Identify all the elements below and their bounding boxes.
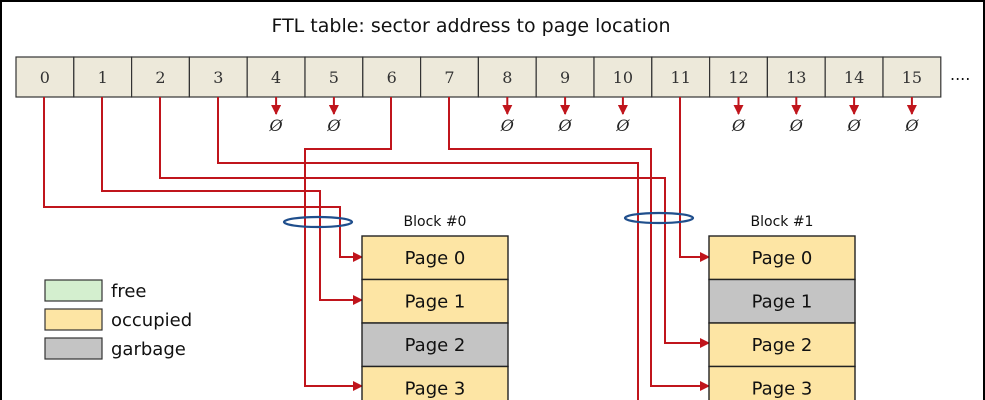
table-cell-1: 1 [73, 56, 133, 98]
block-0-page-2: Page 2 [361, 322, 509, 368]
legend-label: garbage [111, 339, 186, 360]
map-11-arrow [679, 97, 710, 262]
block-label: Block #0 [404, 214, 467, 230]
map-3-arrow [217, 97, 639, 400]
map-1-arrow [101, 97, 363, 305]
null-symbol: Ø [558, 116, 573, 135]
block-1-page-0: Page 0 [708, 235, 856, 281]
bundle-ellipse-block1 [623, 211, 695, 225]
table-cell-4: 4 [246, 56, 306, 98]
map-2-arrow [159, 97, 710, 348]
null-pointer-12: Ø [731, 97, 746, 135]
block-label: Block #1 [751, 214, 814, 230]
page-label: Page 2 [752, 335, 813, 356]
cell-label: 15 [902, 68, 922, 87]
cell-label: 3 [213, 68, 223, 87]
cell-label: 6 [387, 68, 397, 87]
cell-label: 14 [844, 68, 864, 87]
table-cell-6: 6 [362, 56, 422, 98]
null-symbol: Ø [615, 116, 630, 135]
legend-swatch [44, 337, 103, 360]
null-pointer-8: Ø [500, 97, 515, 135]
page-label: Page 1 [752, 292, 813, 313]
map-7-arrow [448, 97, 710, 391]
table-ellipsis: .... [950, 65, 970, 84]
cell-label: 10 [613, 68, 633, 87]
cell-label: 11 [671, 68, 691, 87]
block-1-page-3: Page 3 [708, 365, 856, 400]
cell-label: 8 [502, 68, 512, 87]
page-label: Page 3 [405, 379, 466, 400]
page-label: Page 0 [752, 248, 813, 269]
null-pointer-13: Ø [789, 97, 804, 135]
block-0-page-3: Page 3 [361, 365, 509, 400]
map-0-arrow [43, 97, 363, 262]
null-symbol: Ø [847, 116, 862, 135]
null-pointer-5: Ø [326, 97, 341, 135]
cell-label: 0 [40, 68, 50, 87]
legend-label: occupied [111, 310, 192, 331]
null-symbol: Ø [500, 116, 515, 135]
table-cell-9: 9 [535, 56, 595, 98]
cell-label: 9 [560, 68, 570, 87]
page-label: Page 3 [752, 379, 813, 400]
legend-item-garbage: garbage [44, 337, 186, 360]
legend-swatch [44, 279, 103, 302]
table-cell-5: 5 [304, 56, 364, 98]
table-cell-3: 3 [188, 56, 248, 98]
cell-label: 4 [271, 68, 281, 87]
legend: free occupied garbage [44, 279, 192, 360]
null-symbol: Ø [904, 116, 919, 135]
table-cell-11: 11 [651, 56, 711, 98]
table-cell-13: 13 [766, 56, 826, 98]
null-symbol: Ø [326, 116, 341, 135]
null-pointer-14: Ø [847, 97, 862, 135]
block-0-page-0: Page 0 [361, 235, 509, 281]
cell-label: 12 [728, 68, 748, 87]
table-cell-12: 12 [708, 56, 768, 98]
legend-item-free: free [44, 279, 147, 302]
null-pointer-15: Ø [904, 97, 919, 135]
null-symbol: Ø [731, 116, 746, 135]
cell-label: 1 [98, 68, 108, 87]
table-cell-10: 10 [593, 56, 653, 98]
cell-label: 7 [444, 68, 454, 87]
page-label: Page 0 [405, 248, 466, 269]
page-label: Page 2 [405, 335, 466, 356]
table-cell-2: 2 [131, 56, 191, 98]
table-cell-14: 14 [824, 56, 884, 98]
cell-label: 13 [786, 68, 806, 87]
table-cell-15: 15 [882, 56, 942, 98]
table-cell-7: 7 [420, 56, 480, 98]
mapping-arrows [43, 97, 710, 400]
bundle-ellipse-block0 [282, 215, 354, 229]
legend-label: free [111, 281, 147, 302]
table-cell-0: 0 [15, 56, 75, 98]
null-pointer-9: Ø [558, 97, 573, 135]
block-1-page-2: Page 2 [708, 322, 856, 368]
block-0-page-1: Page 1 [361, 278, 509, 324]
page-label: Page 1 [405, 292, 466, 313]
diagram-title: FTL table: sector address to page locati… [271, 15, 670, 37]
map-6-arrow [304, 97, 392, 391]
legend-item-occupied: occupied [44, 308, 192, 331]
block-0: Block #0 Page 0 Page 1 Page 2 Page 3 [361, 214, 509, 400]
null-symbol: Ø [269, 116, 284, 135]
block-1: Block #1 Page 0 Page 1 Page 2 Page 3 [708, 214, 856, 400]
null-pointer-4: Ø [269, 97, 284, 135]
legend-swatch [44, 308, 103, 331]
table-cell-8: 8 [477, 56, 537, 98]
null-pointer-10: Ø [615, 97, 630, 135]
cell-label: 2 [155, 68, 165, 87]
block-1-page-1: Page 1 [708, 278, 856, 324]
null-symbol: Ø [789, 116, 804, 135]
cell-label: 5 [329, 68, 339, 87]
